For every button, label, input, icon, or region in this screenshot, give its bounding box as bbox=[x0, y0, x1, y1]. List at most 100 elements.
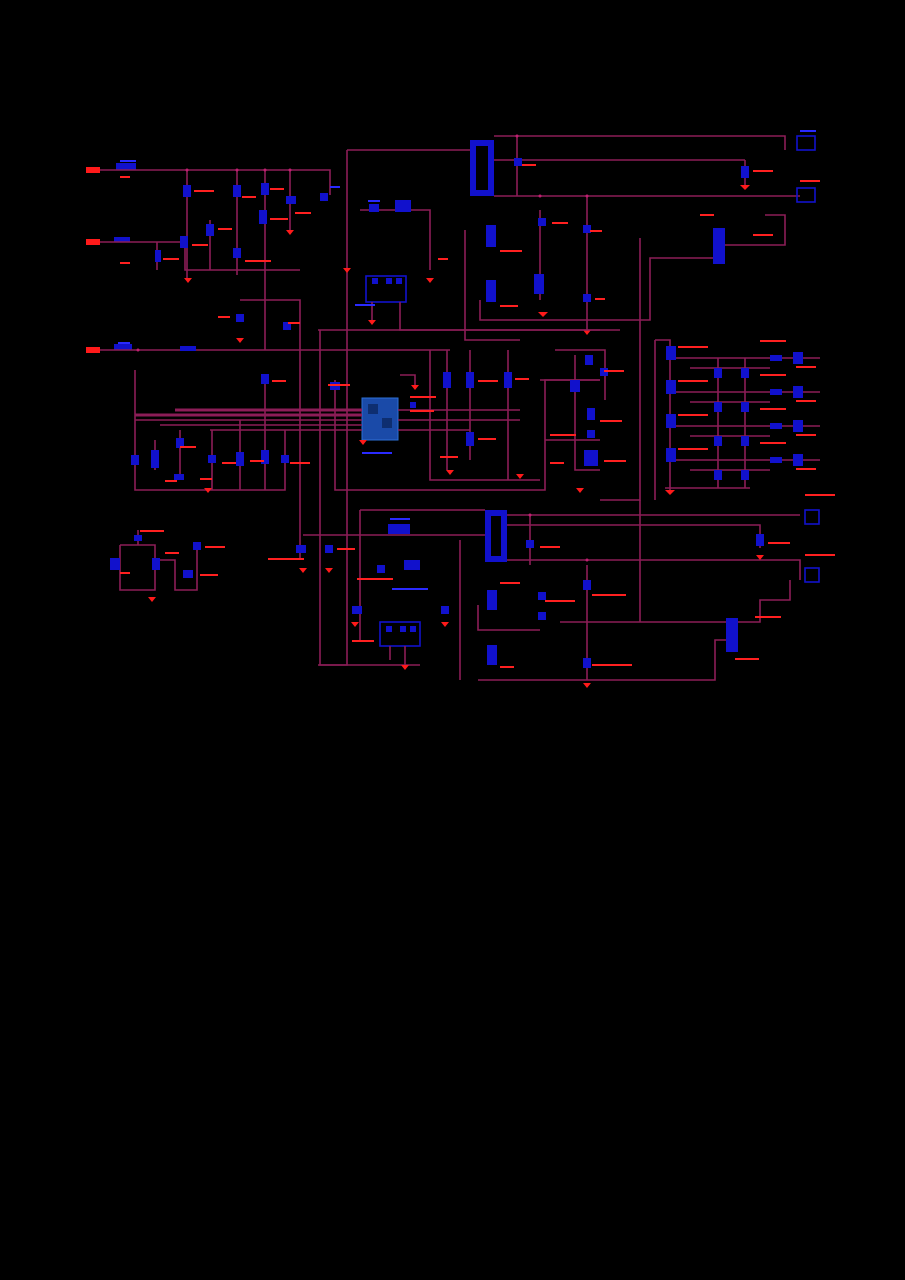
central-controller-section bbox=[131, 329, 600, 493]
reference-label-mark bbox=[120, 262, 130, 264]
transistor-q4 bbox=[206, 224, 214, 236]
capacitor-c3 bbox=[155, 250, 161, 262]
reference-label-mark bbox=[805, 494, 835, 496]
channel-4-resistor bbox=[770, 457, 782, 463]
transistor-q2 bbox=[259, 210, 267, 224]
output-connector-3 bbox=[804, 509, 820, 525]
capacitor-c13 bbox=[583, 225, 591, 233]
capacitor-c26 bbox=[296, 545, 306, 553]
resistor-r7 bbox=[466, 372, 474, 388]
channel-3-resistor bbox=[770, 423, 782, 429]
capacitor-c2 bbox=[233, 185, 241, 197]
capacitor-c32 bbox=[583, 658, 591, 668]
lower-converter-section bbox=[296, 500, 820, 688]
mosfet-q7 bbox=[713, 228, 725, 264]
reference-label-mark bbox=[540, 546, 560, 548]
capacitor-c6 bbox=[236, 314, 244, 322]
capacitor-c16 bbox=[236, 452, 244, 466]
channel-4-cap-b bbox=[741, 470, 749, 480]
reference-label-mark bbox=[760, 408, 786, 410]
reference-label-mark bbox=[270, 218, 288, 220]
channel-3-connector bbox=[793, 420, 803, 432]
ground-symbol bbox=[359, 440, 367, 445]
ground-symbol bbox=[538, 312, 548, 317]
reference-label-mark bbox=[180, 446, 196, 448]
reference-label-mark bbox=[545, 600, 575, 602]
reference-label-mark bbox=[753, 170, 773, 172]
resistor-r9 bbox=[466, 432, 474, 446]
capacitor-c24 bbox=[193, 542, 201, 550]
capacitor-c25 bbox=[756, 534, 764, 546]
ground-symbol bbox=[325, 568, 333, 573]
capacitor-c22 bbox=[587, 430, 595, 438]
ground-symbol bbox=[204, 488, 212, 493]
channel-3-cap-b bbox=[741, 436, 749, 446]
reference-label-mark bbox=[250, 460, 264, 462]
reference-label-mark bbox=[120, 176, 130, 178]
reference-label-mark bbox=[192, 244, 208, 246]
reference-label-mark bbox=[357, 578, 393, 580]
diode-d2 bbox=[151, 450, 159, 468]
capacitor-c15 bbox=[208, 455, 216, 463]
channel-1-connector bbox=[793, 352, 803, 364]
reference-label-mark bbox=[760, 340, 786, 342]
reference-label-mark bbox=[796, 434, 816, 436]
reference-label-mark bbox=[805, 554, 835, 556]
channel-4-mosfet bbox=[666, 448, 676, 462]
transistor-q10 bbox=[110, 558, 120, 570]
reference-label-mark bbox=[592, 594, 626, 596]
channel-1-cap-b bbox=[741, 368, 749, 378]
capacitor-c8 bbox=[514, 158, 522, 166]
reference-label-mark bbox=[760, 374, 786, 376]
reference-label-mark bbox=[390, 518, 410, 520]
mosfet-q6 bbox=[486, 280, 496, 302]
transistor-q11 bbox=[152, 558, 160, 570]
channel-2-cap bbox=[714, 402, 722, 412]
ground-symbol bbox=[299, 568, 307, 573]
capacitor-c21 bbox=[587, 408, 595, 420]
mosfet-q12 bbox=[487, 590, 497, 610]
resistor-r1 bbox=[180, 346, 196, 351]
reference-label-mark bbox=[368, 200, 380, 202]
reference-label-mark bbox=[218, 316, 230, 318]
reference-label-mark bbox=[753, 234, 773, 236]
reference-label-mark bbox=[165, 552, 179, 554]
reference-label-mark bbox=[478, 380, 498, 382]
channel-1-cap bbox=[714, 368, 722, 378]
fuse-2 bbox=[114, 344, 132, 350]
reference-label-mark bbox=[678, 414, 708, 416]
resistor-r12 bbox=[388, 524, 410, 534]
ground-symbol bbox=[740, 185, 750, 190]
channel-4-cap bbox=[714, 470, 722, 480]
reference-label-mark bbox=[362, 452, 392, 454]
capacitor-c35 bbox=[441, 606, 449, 614]
reference-label-mark bbox=[330, 186, 340, 188]
mosfet-q13 bbox=[487, 645, 497, 665]
ground-symbol bbox=[351, 622, 359, 627]
transistor-q1 bbox=[261, 183, 269, 195]
fuse-1 bbox=[116, 163, 136, 170]
reference-label-mark bbox=[796, 468, 816, 470]
transistor-q3 bbox=[180, 236, 188, 248]
reference-label-mark bbox=[120, 160, 136, 162]
capacitor-c31 bbox=[583, 580, 591, 590]
reference-label-mark bbox=[290, 462, 310, 464]
reference-label-mark bbox=[194, 190, 214, 192]
transistor-q9 bbox=[570, 380, 580, 392]
ground-symbol bbox=[576, 488, 584, 493]
reference-label-mark bbox=[550, 462, 564, 464]
input-connector-2 bbox=[86, 239, 100, 245]
aux-regulator-section bbox=[110, 530, 201, 602]
reference-label-mark bbox=[205, 546, 225, 548]
reference-label-mark bbox=[222, 462, 236, 464]
resistor-r8 bbox=[504, 372, 512, 388]
capacitor-c18 bbox=[281, 455, 289, 463]
reference-label-mark bbox=[592, 664, 632, 666]
reference-label-mark bbox=[200, 478, 212, 480]
ground-symbol bbox=[426, 278, 434, 283]
capacitor-c17 bbox=[261, 450, 269, 464]
diode-d3 bbox=[404, 560, 420, 570]
reference-label-mark bbox=[218, 228, 232, 230]
channel-2-mosfet bbox=[666, 380, 676, 394]
capacitor-c10 bbox=[369, 204, 379, 212]
